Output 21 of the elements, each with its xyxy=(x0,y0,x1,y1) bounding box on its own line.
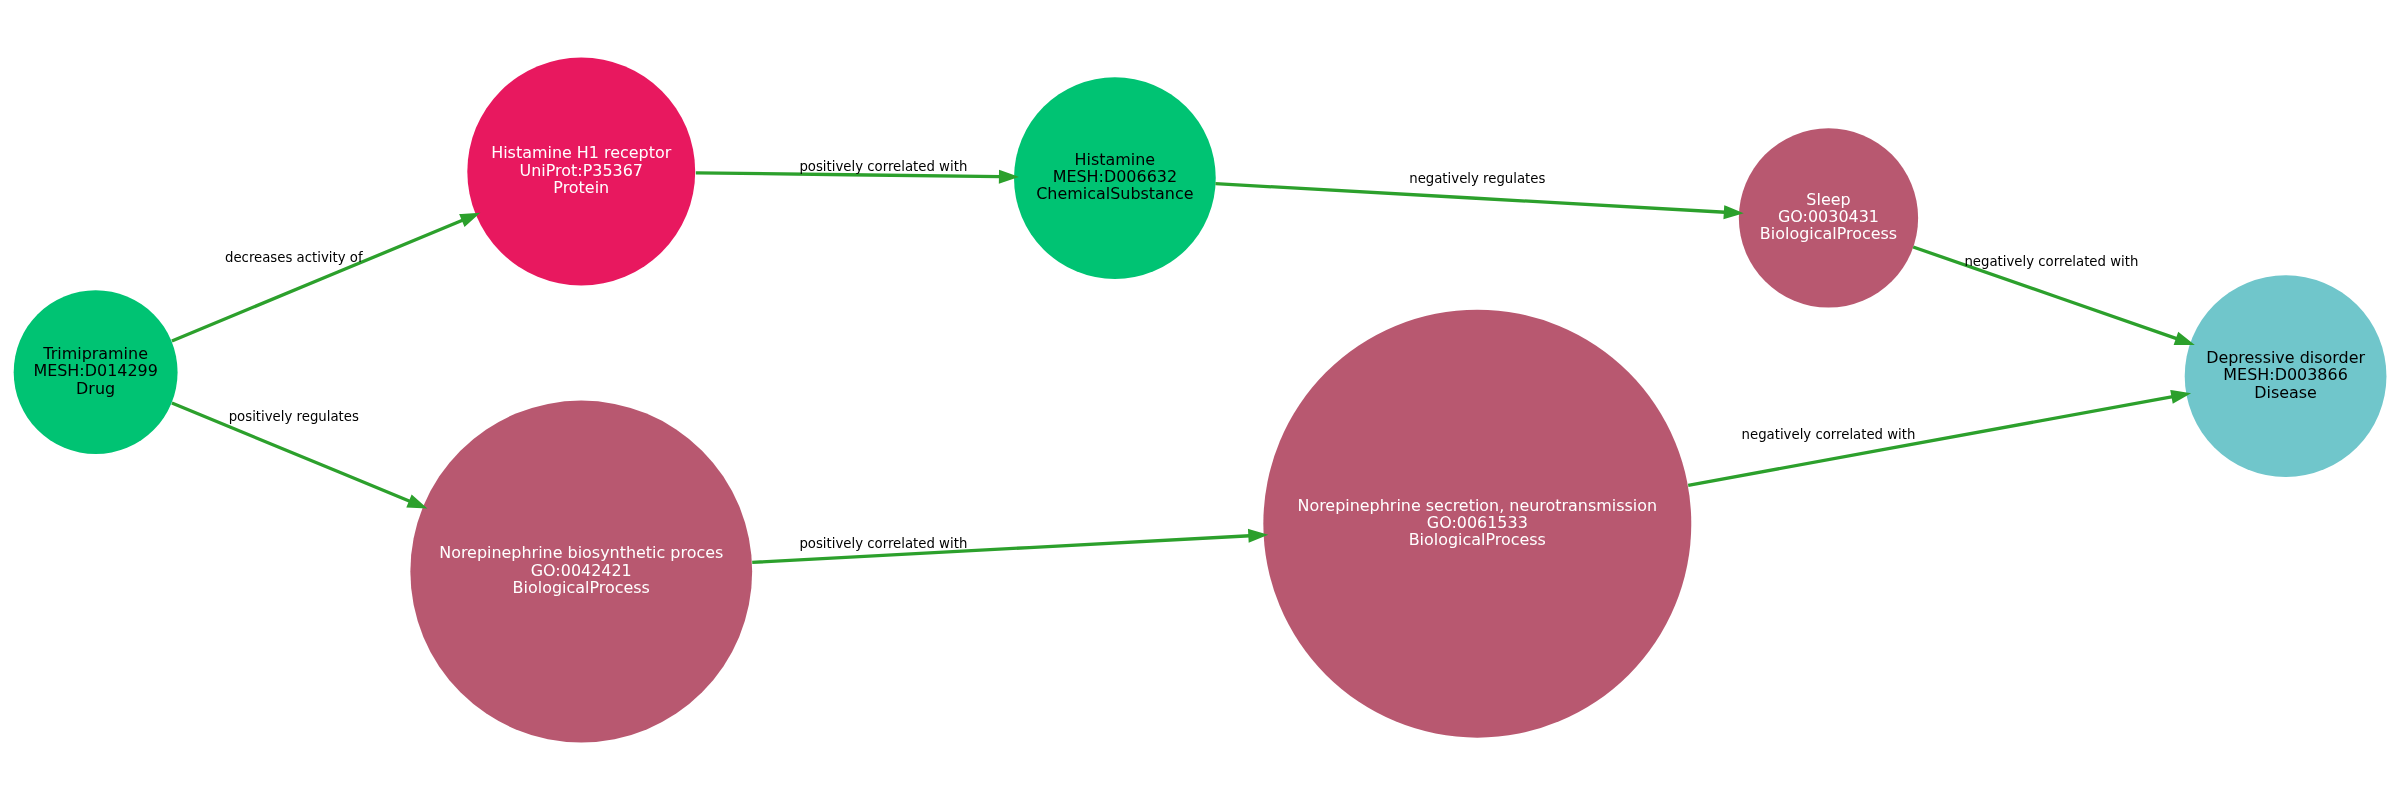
node-circle: Trimipramine MESH:D014299 Drug xyxy=(13,290,178,455)
node-circle: Histamine MESH:D006632 ChemicalSubstance xyxy=(1014,77,1216,279)
node-circle: Norepinephrine biosynthetic proces GO:0042421 BiologicalProcess xyxy=(410,400,753,743)
arrow xyxy=(1687,389,2192,487)
arrow xyxy=(171,212,481,343)
edge-label: positively correlated with xyxy=(799,159,968,175)
arrow xyxy=(1215,182,1744,220)
edge-label: negatively correlated with xyxy=(1741,426,1916,442)
node-circle: Norepinephrine secretion, neurotransmission GO:0061533 BiologicalProcess xyxy=(1263,309,1692,738)
arrow xyxy=(695,169,1019,184)
node-circle: Histamine H1 receptor UniProt:P35367 Protein xyxy=(467,57,696,286)
edge-label: decreases activity of xyxy=(224,249,363,265)
edge-label: positively regulates xyxy=(228,409,359,425)
edge-label: negatively correlated with xyxy=(1964,253,2139,269)
arrow xyxy=(1912,245,2195,346)
arrow xyxy=(171,401,428,509)
arrow xyxy=(752,528,1269,565)
edge-label: positively correlated with xyxy=(799,535,968,551)
node-circle: Sleep GO:0030431 BiologicalProcess xyxy=(1738,128,1919,308)
edge-label: negatively regulates xyxy=(1409,171,1546,187)
node-circle: Depressive disorder MESH:D003866 Disease xyxy=(2184,275,2387,477)
